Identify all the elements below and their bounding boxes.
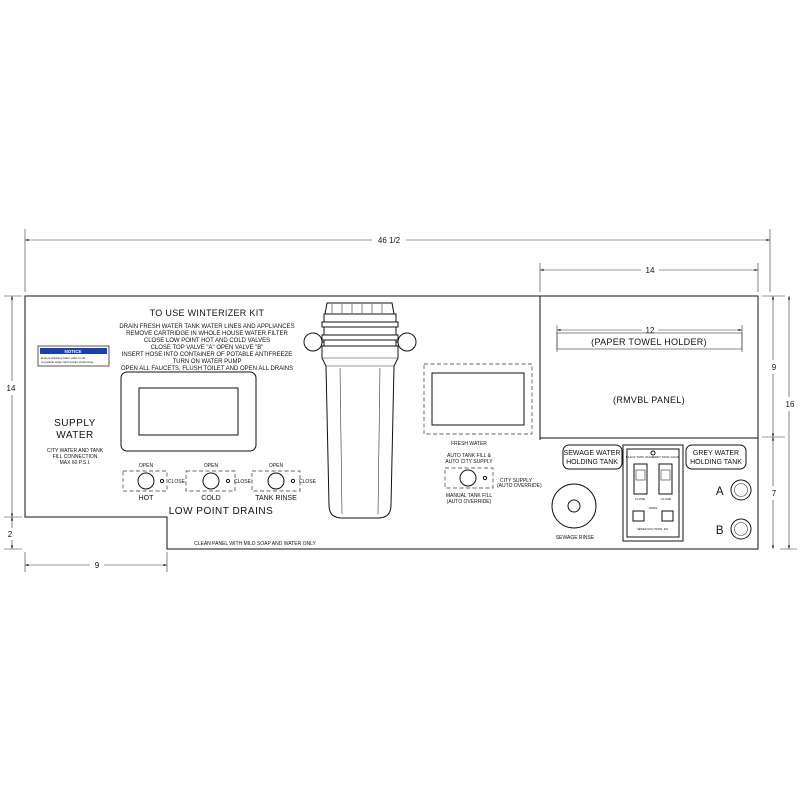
winterizer-display-frame [120, 371, 257, 452]
winterizer-step: TURN ON WATER PUMP [173, 359, 242, 365]
notice-label: NOTICE Ensure drinking water valve is of… [37, 345, 110, 367]
fresh-water-auto-2: AUTO CITY SUPPLY [445, 459, 493, 465]
dim-right-lower-height: 7 [772, 489, 777, 498]
supply-note-2: FILL CONNECTION [53, 454, 98, 460]
cold-close-label: CLOSE [234, 479, 252, 485]
paper-towel-label: (PAPER TOWEL HOLDER) [591, 337, 707, 347]
notice-badge-bg [40, 348, 107, 354]
notice-line-1: Ensure drinking water valve is off [41, 356, 85, 360]
winterizer-display-window [138, 387, 239, 436]
dim-right-total-height: 16 [786, 400, 795, 409]
sewage-rinse-inlet[interactable] [551, 483, 597, 529]
fresh-water-section: FRESH WATER AUTO TANK FILL & AUTO CITY S… [423, 363, 542, 505]
paper-towel-holder: 12 (PAPER TOWEL HOLDER) (RMVBL PANEL) [556, 324, 743, 405]
city-supply-2: (AUTO OVERRIDE) [497, 483, 542, 489]
grey-water-section: GREY WATER HOLDING TANK [685, 444, 747, 470]
dim-notch-height: 2 [8, 530, 13, 539]
monitor-inner [626, 448, 680, 538]
supply-note-3: MAX 60 P.S.I. [60, 460, 91, 466]
sewage-title-2: HOLDING TANK [566, 459, 618, 466]
water-filter-canister[interactable] [303, 302, 417, 519]
fresh-water-display-frame [423, 363, 533, 435]
hot-close-label: CLOSE [168, 479, 186, 485]
supply-note-1: CITY WATER AND TANK [47, 448, 104, 454]
notice-badge: NOTICE [64, 349, 81, 354]
low-point-drains-title: LOW POINT DRAINS [169, 506, 274, 517]
tank-rinse-valve-knob[interactable] [267, 472, 285, 490]
monitor-open-label: OPEN [649, 506, 658, 510]
manual-fill-1: MANUAL TANK FILL [446, 493, 493, 499]
dim-total-width: 46 1/2 [378, 236, 401, 245]
manual-fill-2: (AUTO OVERRIDE) [447, 499, 492, 505]
winterizer-step: REMOVE CARTRIDGE IN WHOLE HOUSE WATER FI… [126, 331, 288, 337]
grey-title-2: HOLDING TANK [690, 459, 742, 466]
black-tank-valve-label: BLACK TANK VALVE [626, 455, 654, 459]
fresh-water-auto-1: AUTO TANK FILL & [447, 453, 492, 459]
winterizer-step: INSERT HOSE INTO CONTAINER OF POTABLE AN… [122, 352, 292, 358]
grey-title-box [685, 444, 747, 470]
winterizer-instructions: TO USE WINTERIZER KIT DRAIN FRESH WATER … [119, 308, 294, 372]
fresh-water-label: FRESH WATER [451, 441, 487, 447]
black-close-label: CLOSE [635, 497, 645, 501]
sewage-title-1: SEWAGE WATER [564, 450, 621, 457]
fresh-water-selector-knob[interactable] [459, 469, 477, 487]
hot-open-label: OPEN [139, 463, 154, 469]
cold-valve-knob[interactable] [202, 472, 220, 490]
supply-title-2: WATER [56, 430, 94, 441]
dimension-lines: 46 1/2 14 14 2 9 9 16 [4, 229, 798, 572]
black-tank-button[interactable] [632, 510, 645, 522]
winterizer-step: DRAIN FRESH WATER TANK WATER LINES AND A… [119, 324, 294, 330]
dim-notch-width: 9 [95, 561, 100, 570]
notice-line-2: to potable water tank before winterizing… [41, 360, 94, 364]
winterizer-step: CLOSE TOP VALVE "A" OPEN VALVE "B" [151, 345, 264, 351]
grey-tank-switch[interactable] [658, 463, 673, 495]
grey-tank-valve-label: GREY TANK VALVE [652, 455, 679, 459]
tank-rinse-close-label: CLOSE [299, 479, 317, 485]
winterizer-step: CLOSE LOW POINT HOT AND COLD VALVES [144, 338, 270, 344]
valve-b-knob[interactable] [730, 518, 752, 540]
sewage-title-box [562, 444, 623, 470]
winterizer-step: OPEN ALL FAUCETS, FLUSH TOILET AND OPEN … [121, 366, 293, 372]
cold-valve-label: COLD [201, 495, 220, 502]
hot-valve-knob[interactable] [137, 472, 155, 490]
supply-water-section: SUPPLY WATER CITY WATER AND TANK FILL CO… [47, 418, 104, 466]
valve-a-label: A [716, 486, 724, 498]
monitor-indicator-icon [650, 450, 656, 456]
supply-title-1: SUPPLY [54, 418, 96, 429]
valve-b-label: B [716, 525, 724, 537]
removable-panel[interactable] [539, 295, 759, 439]
winterizer-title: TO USE WINTERIZER KIT [150, 308, 265, 318]
grey-tank-button[interactable] [661, 510, 674, 522]
sewage-section: SEWAGE WATER HOLDING TANK SEWAGE RINSE [551, 444, 623, 541]
monitor-brand: SEWER SOLUTIONS, INC. [637, 527, 669, 531]
grey-title-1: GREY WATER [693, 450, 739, 457]
filter-right-knob[interactable] [397, 332, 417, 352]
tank-rinse-open-label: OPEN [269, 463, 284, 469]
city-supply-1: CITY SUPPLY [500, 478, 533, 484]
hot-valve-label: HOT [139, 495, 155, 502]
sewage-rinse-label: SEWAGE RINSE [556, 535, 595, 541]
clean-panel-note: CLEAN PANEL WITH MILD SOAP AND WATER ONL… [194, 541, 316, 547]
removable-panel-label: (RMVBL PANEL) [613, 395, 685, 405]
low-point-drains: OPEN CLOSE HOT OPEN CLOSE COLD OPEN CLOS… [122, 463, 317, 517]
tank-valve-monitor: BLACK TANK VALVE GREY TANK VALVE CLOSE C… [622, 444, 684, 542]
grey-close-label: CLOSE [661, 497, 671, 501]
tank-rinse-valve-label: TANK RINSE [255, 495, 297, 502]
monitor-outer [622, 444, 684, 542]
black-tank-switch[interactable] [633, 463, 648, 495]
valve-a-knob[interactable] [730, 479, 752, 501]
filter-left-knob[interactable] [303, 332, 323, 352]
cold-open-label: OPEN [204, 463, 219, 469]
fresh-water-display-window [431, 372, 525, 426]
dim-inner-width: 12 [646, 326, 655, 335]
dim-right-upper-height: 9 [772, 363, 777, 372]
dim-right-width: 14 [646, 266, 655, 275]
dim-left-height: 14 [7, 384, 16, 393]
valves-ab: A B [716, 479, 752, 540]
